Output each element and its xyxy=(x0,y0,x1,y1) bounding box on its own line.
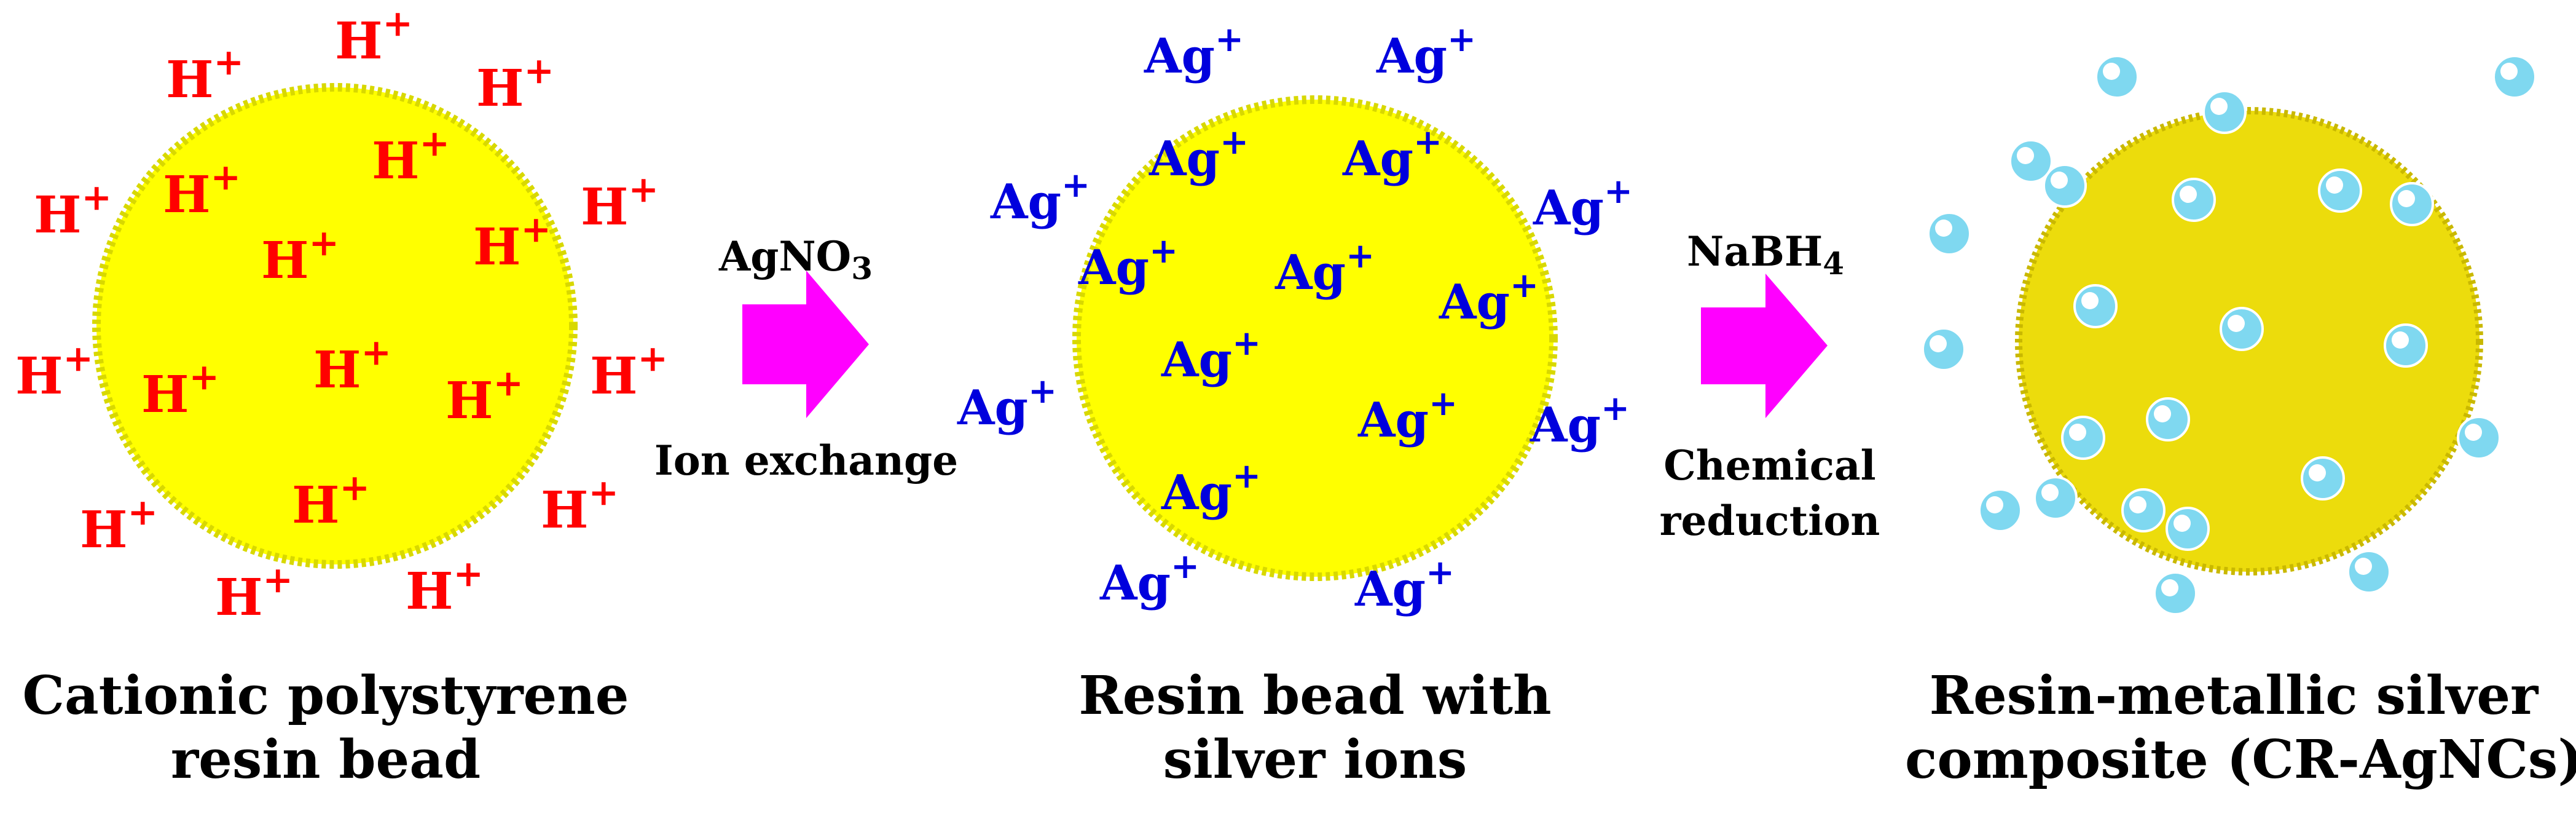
nanoparticle-highlight xyxy=(2017,147,2034,164)
reagent-agno3-label: AgNO3 xyxy=(718,232,873,287)
silver-ion: Ag+ xyxy=(1533,171,1633,236)
ion-exchange-arrow xyxy=(742,271,869,418)
silver-ion: Ag+ xyxy=(1161,323,1261,388)
hydrogen-ion: H+ xyxy=(590,337,668,406)
stage-1-caption-line1: Cationic polystyrene xyxy=(22,665,629,727)
reduction-label: reduction xyxy=(1660,497,1880,545)
silver-nanoparticles-group xyxy=(1922,55,2537,615)
hydrogen-ion: H+ xyxy=(313,331,391,400)
silver-ion: Ag+ xyxy=(1274,235,1375,301)
nanoparticle-highlight xyxy=(2069,424,2086,441)
stage-1-resin-bead: H+H+H+H+H+H+H+H+H+H+H+H+H+H+H+H+H+H+H+ xyxy=(15,2,668,627)
nanoparticle-highlight xyxy=(2103,63,2120,80)
hydrogen-ion: H+ xyxy=(372,122,450,191)
stage-3-caption-line1: Resin-metallic silver xyxy=(1929,665,2539,727)
arrow-2-chemical-reduction: NaBH4 Chemical reduction xyxy=(1660,228,1880,545)
hydrogen-ion: H+ xyxy=(446,362,524,430)
reagent-nabh4-label: NaBH4 xyxy=(1687,228,1844,282)
hydrogen-ion: H+ xyxy=(166,41,244,109)
silver-ion: Ag+ xyxy=(957,371,1057,436)
silver-ion: Ag+ xyxy=(1144,19,1244,84)
silver-ion: Ag+ xyxy=(1439,265,1539,330)
nanoparticle-highlight xyxy=(2161,579,2178,596)
ion-exchange-label: Ion exchange xyxy=(654,437,958,485)
hydrogen-ion: H+ xyxy=(215,558,293,627)
resin-bead-2 xyxy=(1072,95,1558,581)
nanoparticle-highlight xyxy=(2398,190,2415,207)
nanoparticle-highlight xyxy=(2129,496,2146,513)
silver-ion: Ag+ xyxy=(1161,456,1261,521)
stage-3-caption-line2: composite (CR-AgNCs) xyxy=(1905,729,2576,791)
stage-2-caption-line1: Resin bead with xyxy=(1078,665,1552,727)
silver-ion: Ag+ xyxy=(1099,546,1200,611)
hydrogen-ion: H+ xyxy=(476,49,554,118)
silver-ion: Ag+ xyxy=(1354,552,1455,617)
hydrogen-ion: H+ xyxy=(335,2,413,71)
silver-ion: Ag+ xyxy=(990,165,1090,230)
chemical-label: Chemical xyxy=(1663,441,1875,489)
silver-ion: Ag+ xyxy=(1357,383,1458,448)
hydrogen-ion: H+ xyxy=(34,176,112,245)
silver-ion: Ag+ xyxy=(1530,388,1630,453)
silver-ion: Ag+ xyxy=(1376,19,1476,84)
stage-3-composite-bead xyxy=(1922,55,2537,615)
stage-3-caption: Resin-metallic silver composite (CR-AgNC… xyxy=(1905,664,2576,792)
resin-bead-1 xyxy=(92,83,578,569)
silver-ion: Ag+ xyxy=(1149,122,1249,187)
hydrogen-ion: H+ xyxy=(581,168,659,237)
hydrogen-ion: H+ xyxy=(473,208,551,277)
hydrogen-ion: H+ xyxy=(163,156,241,224)
stage-2-caption-line2: silver ions xyxy=(1163,729,1467,791)
hydrogen-ion: H+ xyxy=(141,355,219,424)
hydrogen-ion: H+ xyxy=(80,491,158,560)
hydrogen-ions-group: H+H+H+H+H+H+H+H+H+H+H+H+H+H+H+H+H+H+H+ xyxy=(15,2,668,627)
nanoparticle-highlight xyxy=(2500,63,2518,80)
nanoparticle-highlight xyxy=(1986,496,2003,513)
hydrogen-ion: H+ xyxy=(292,466,370,535)
silver-ions-group: Ag+Ag+Ag+Ag+Ag+Ag+Ag+Ag+Ag+Ag+Ag+Ag+Ag+A… xyxy=(957,19,1633,617)
nanoparticle-highlight xyxy=(2081,292,2099,309)
nanoparticle-highlight xyxy=(2355,558,2372,575)
silver-ion: Ag+ xyxy=(1342,122,1442,187)
nanoparticle-highlight xyxy=(2174,515,2191,532)
nanoparticle-highlight xyxy=(2392,331,2409,349)
nanoparticle-highlight xyxy=(2228,315,2245,332)
nanoparticle-highlight xyxy=(2051,172,2068,189)
nanoparticle-highlight xyxy=(1935,220,1952,237)
nanoparticle-highlight xyxy=(2210,98,2228,115)
silver-ion: Ag+ xyxy=(1078,231,1178,296)
nanoparticle-highlight xyxy=(1930,335,1947,352)
stage-2-silver-ion-bead: Ag+Ag+Ag+Ag+Ag+Ag+Ag+Ag+Ag+Ag+Ag+Ag+Ag+A… xyxy=(957,19,1633,617)
arrow-1-ion-exchange: AgNO3 Ion exchange xyxy=(654,232,958,485)
stage-1-caption: Cationic polystyrene resin bead xyxy=(18,664,633,792)
nanoparticle-highlight xyxy=(2180,186,2197,203)
nanoparticle-highlight xyxy=(2465,424,2482,441)
nanoparticle-highlight xyxy=(2154,405,2171,422)
hydrogen-ion: H+ xyxy=(15,337,93,406)
hydrogen-ion: H+ xyxy=(406,552,484,621)
stage-1-caption-line2: resin bead xyxy=(170,729,481,791)
nanoparticle-highlight xyxy=(2326,176,2343,194)
nanoparticle-highlight xyxy=(2309,464,2326,481)
nanoparticle-highlight xyxy=(2041,484,2059,501)
hydrogen-ion: H+ xyxy=(541,471,619,540)
hydrogen-ion: H+ xyxy=(261,221,339,290)
chemical-reduction-arrow xyxy=(1701,274,1828,418)
stage-2-caption: Resin bead with silver ions xyxy=(1008,664,1622,792)
